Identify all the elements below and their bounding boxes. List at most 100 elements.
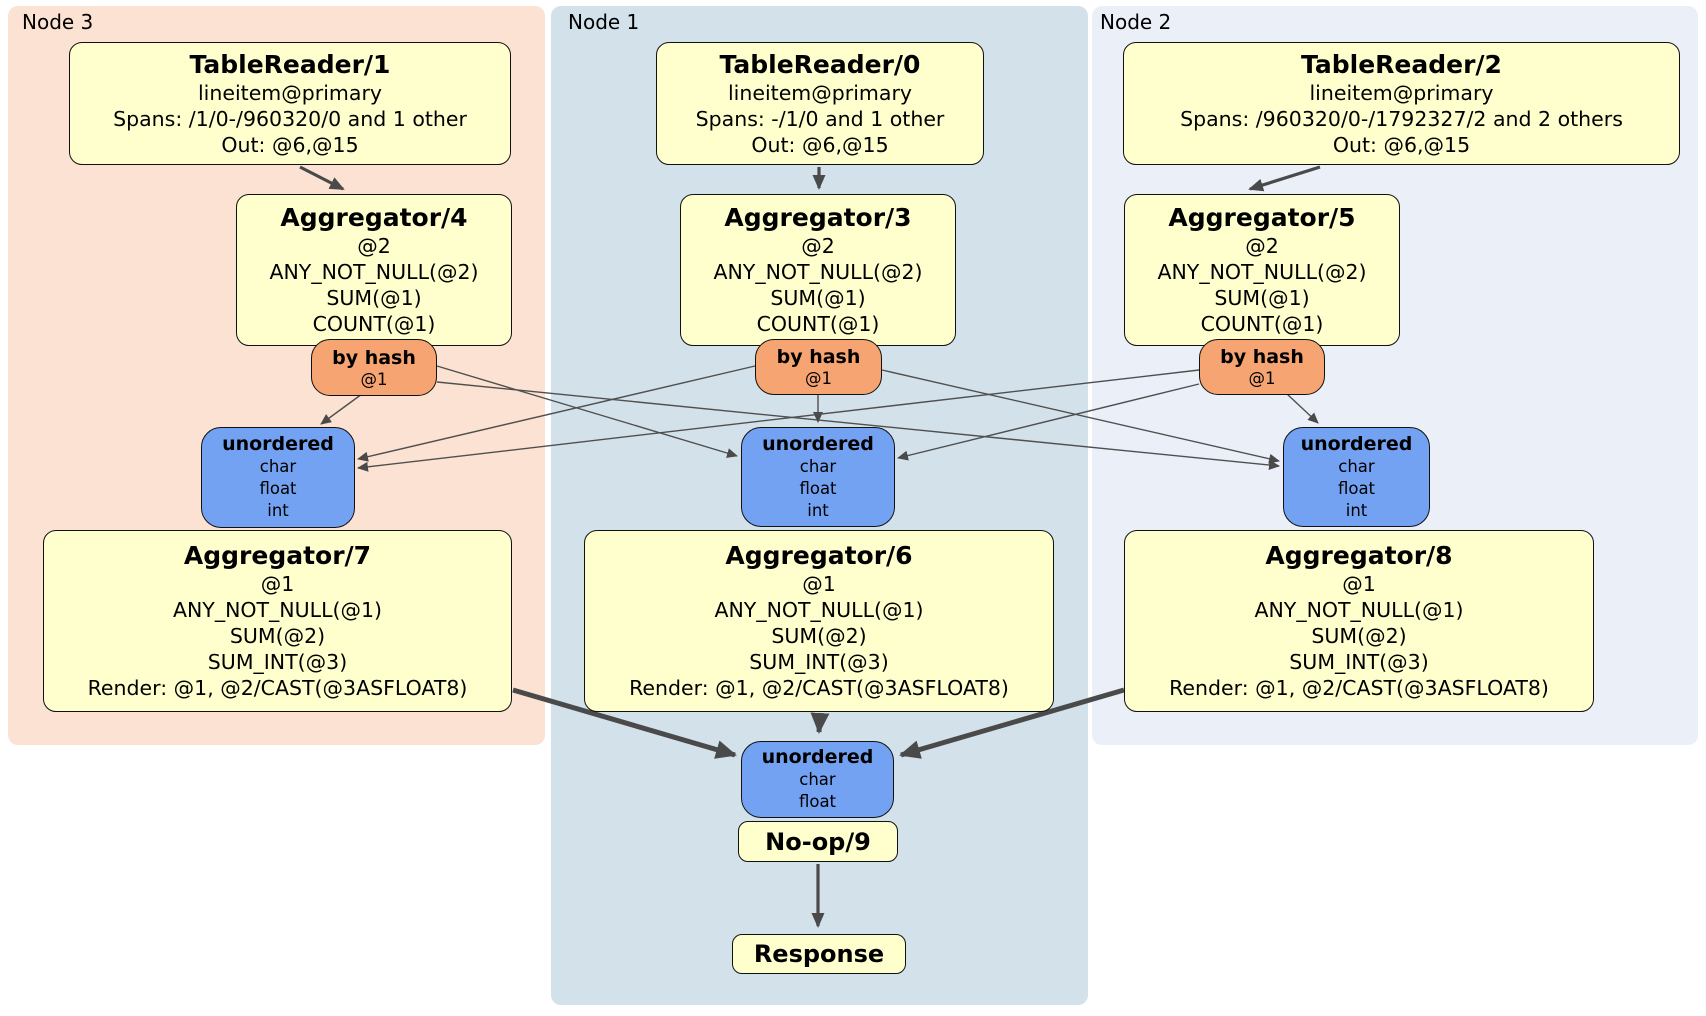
processor-line: SUM(@1) [770,286,866,310]
processor-title: TableReader/0 [719,49,921,79]
edge-router3-sync3 [320,393,363,425]
sync-column: char [259,457,297,476]
processor-line: @2 [801,234,835,258]
tablereader-1-box: TableReader/1 lineitem@primary Spans: /1… [69,42,511,165]
sync-title: unordered [222,433,334,455]
unordered-sync-node3: unordered char float int [201,427,355,528]
edge-agg7-syncfinal [512,687,737,759]
aggregator-3-box: Aggregator/3 @2 ANY_NOT_NULL(@2) SUM(@1)… [680,194,956,346]
unordered-sync-final: unordered char float [741,741,894,818]
processor-line: ANY_NOT_NULL(@2) [713,260,923,284]
processor-line: SUM(@1) [326,286,422,310]
sync-column: char [799,770,836,789]
processor-title: Aggregator/4 [280,203,468,232]
region-label-node3: Node 3 [22,10,94,34]
edge-router3-sync2 [436,381,1280,470]
tablereader-2-box: TableReader/2 lineitem@primary Spans: /9… [1123,42,1680,165]
processor-title: Aggregator/5 [1168,203,1356,232]
aggregator-8-box: Aggregator/8 @1 ANY_NOT_NULL(@1) SUM(@2)… [1124,530,1594,712]
processor-title: TableReader/1 [189,49,391,79]
processor-line: @1 [1342,572,1376,596]
edge-tr1-agg4 [299,165,345,191]
processor-line: Out: @6,@15 [1332,132,1471,157]
processor-line: SUM_INT(@3) [207,650,348,674]
processor-line: Spans: -/1/0 and 1 other [695,106,945,131]
processor-line: ANY_NOT_NULL(@1) [172,598,383,622]
processor-title: Response [753,940,885,968]
sync-column: float [1337,478,1376,498]
processor-line: @1 [260,572,295,596]
processor-line: Render: @1, @2/CAST(@3ASFLOAT8) [87,676,468,700]
aggregator-5-box: Aggregator/5 @2 ANY_NOT_NULL(@2) SUM(@1)… [1124,194,1400,346]
aggregator-4-box: Aggregator/4 @2 ANY_NOT_NULL(@2) SUM(@1)… [236,194,512,346]
tablereader-0-box: TableReader/0 lineitem@primary Spans: -/… [656,42,984,165]
processor-line: SUM(@2) [771,624,867,648]
processor-line: SUM_INT(@3) [749,650,889,674]
edge-agg8-syncfinal [899,687,1125,759]
router-line: @1 [360,369,388,389]
processor-line: @2 [357,234,391,258]
processor-line: Out: @6,@15 [221,132,359,157]
aggregator-6-box: Aggregator/6 @1 ANY_NOT_NULL(@1) SUM(@2)… [584,530,1054,712]
processor-line: COUNT(@1) [312,312,436,336]
router-title: by hash [1220,346,1304,368]
sync-column: float [799,478,837,498]
edge-router2-sync2 [1286,393,1319,424]
processor-line: COUNT(@1) [1200,312,1324,336]
edge-router2-sync3 [357,369,1200,472]
edge-router2-sync1 [897,383,1200,461]
sync-column: char [1338,456,1375,476]
router-title: by hash [776,346,861,368]
processor-line: lineitem@primary [1309,80,1494,105]
sync-column: int [267,501,289,520]
processor-line: Spans: /960320/0-/1792327/2 and 2 others [1180,106,1623,131]
processor-line: SUM(@2) [1311,624,1407,648]
edge-router1-sync3 [357,365,756,462]
edge-tr2-agg5 [1248,165,1321,192]
processor-line: ANY_NOT_NULL(@1) [714,598,924,622]
hash-router-node3: by hash @1 [311,339,437,396]
processor-line: @2 [1245,234,1279,258]
processor-line: SUM_INT(@3) [1289,650,1429,674]
region-label-node2: Node 2 [1100,10,1172,34]
router-line: @1 [805,369,832,388]
processor-line: COUNT(@1) [756,312,880,336]
processor-title: Aggregator/6 [725,541,913,570]
processor-title: Aggregator/8 [1265,541,1453,570]
sync-column: float [259,479,297,498]
processor-line: Out: @6,@15 [751,132,889,157]
sync-column: float [798,792,837,811]
response-box: Response [732,934,906,974]
processor-line: lineitem@primary [727,80,913,105]
processor-line: ANY_NOT_NULL(@2) [1157,260,1367,284]
processor-line: Spans: /1/0-/960320/0 and 1 other [113,106,467,131]
sync-column: int [807,500,829,520]
edge-router1-sync2 [881,369,1280,464]
router-title: by hash [332,346,416,369]
hash-router-node2: by hash @1 [1199,339,1325,395]
processor-line: Render: @1, @2/CAST(@3ASFLOAT8) [629,676,1009,700]
processor-title: Aggregator/7 [183,541,372,570]
hash-router-node1: by hash @1 [755,339,882,395]
sync-column: char [799,456,837,476]
noop-9-box: No-op/9 [738,821,898,862]
processor-line: SUM(@2) [229,624,326,648]
sync-column: int [1345,500,1368,520]
processor-line: SUM(@1) [1214,286,1310,310]
processor-line: lineitem@primary [197,80,383,105]
edge-router3-sync1 [436,365,738,458]
router-line: @1 [1248,369,1276,388]
region-label-node1: Node 1 [568,10,640,34]
processor-title: No-op/9 [765,827,871,856]
processor-line: @1 [802,572,836,596]
edge-agg6-syncfinal [810,712,830,734]
unordered-sync-node1: unordered char float int [741,427,895,527]
processor-line: ANY_NOT_NULL(@2) [269,260,479,284]
processor-title: Aggregator/3 [724,203,912,232]
sync-title: unordered [1300,432,1413,455]
sync-title: unordered [762,432,874,455]
sync-title: unordered [761,746,874,768]
unordered-sync-node2: unordered char float int [1283,427,1430,527]
